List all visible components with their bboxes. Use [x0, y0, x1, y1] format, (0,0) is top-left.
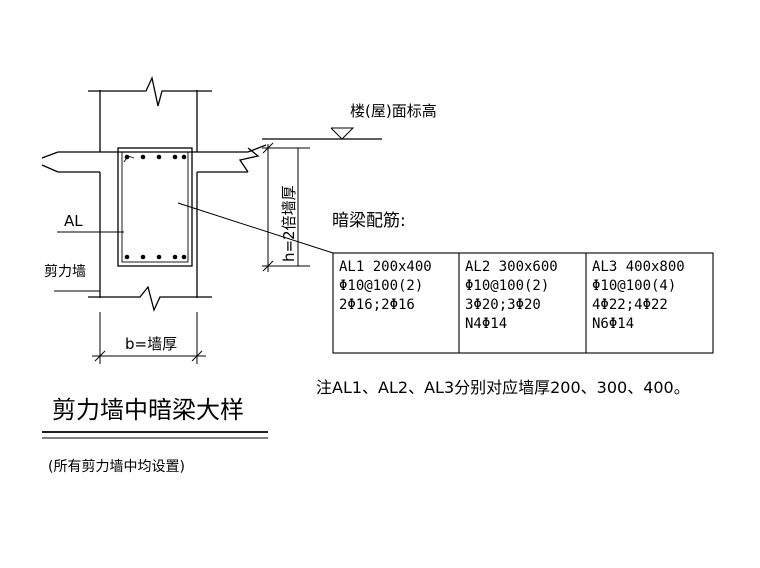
table-line: 3Φ20;3Φ20	[465, 297, 541, 313]
table-cell-al2: AL2 300x600 Φ10@100(2) 3Φ20;3Φ20 N4Φ14	[465, 258, 558, 334]
floor-slab	[41, 138, 382, 173]
width-dimension-label: b=墙厚	[125, 335, 177, 353]
leader-lines	[54, 127, 355, 292]
wall-upper	[88, 75, 212, 152]
height-dimension	[262, 142, 310, 272]
width-dimension	[92, 312, 206, 364]
floor-level-label: 楼(屋)面标高	[350, 102, 437, 120]
wall-lower	[88, 172, 212, 312]
shear-wall-label: 剪力墙	[44, 264, 86, 280]
drawing-subtitle: (所有剪力墙中均设置)	[48, 459, 185, 475]
note-text: 注AL1、AL2、AL3分别对应墙厚200、300、400。	[316, 378, 690, 397]
rebar-heading: 暗梁配筋:	[332, 211, 406, 231]
table-line: Φ10@100(4)	[592, 278, 677, 294]
table-line: Φ10@100(2)	[339, 278, 424, 294]
table-line: AL2 300x600	[465, 259, 558, 275]
table-line: N4Φ14	[465, 316, 508, 332]
beam-section	[117, 147, 193, 267]
table-cell-al3: AL3 400x800 Φ10@100(4) 4Φ22;4Φ22 N6Φ14	[592, 258, 685, 334]
table-line: 2Φ16;2Φ16	[339, 297, 415, 313]
al-label: AL	[64, 212, 83, 230]
table-cell-al1: AL1 200x400 Φ10@100(2) 2Φ16;2Φ16	[339, 258, 432, 315]
table-line: AL1 200x400	[339, 259, 432, 275]
table-line: AL3 400x800	[592, 259, 685, 275]
table-line: 4Φ22;4Φ22	[592, 297, 668, 313]
longitudinal-bars	[124, 154, 187, 260]
drawing-title: 剪力墙中暗梁大样	[52, 396, 244, 424]
title-underline	[42, 431, 268, 439]
table-line: N6Φ14	[592, 316, 635, 332]
height-dimension-label: h=2倍墙厚	[280, 185, 298, 262]
table-line: Φ10@100(2)	[465, 278, 550, 294]
rebar-table	[332, 252, 714, 354]
